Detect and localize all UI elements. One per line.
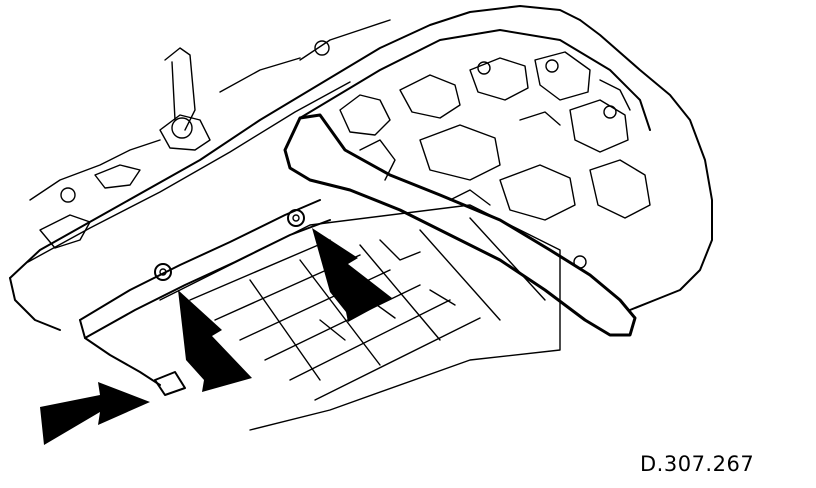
- bolt-right: [287, 209, 305, 227]
- figure-reference-code: D.307.267: [640, 452, 755, 476]
- pan-bolts: [154, 209, 305, 396]
- pointer-arrows: [40, 228, 392, 445]
- arrow-center-bolt: [178, 290, 252, 392]
- bolt-gasket-corner: [154, 371, 186, 396]
- pan-gasket: [79, 113, 637, 386]
- oil-pan-grid: [159, 204, 561, 431]
- transmission-housing: [9, 5, 713, 331]
- bolt-left: [154, 263, 172, 281]
- arrow-left-gasket-corner: [40, 382, 150, 445]
- valve-body-detail: [299, 29, 651, 269]
- arrow-right-bolt: [312, 228, 392, 322]
